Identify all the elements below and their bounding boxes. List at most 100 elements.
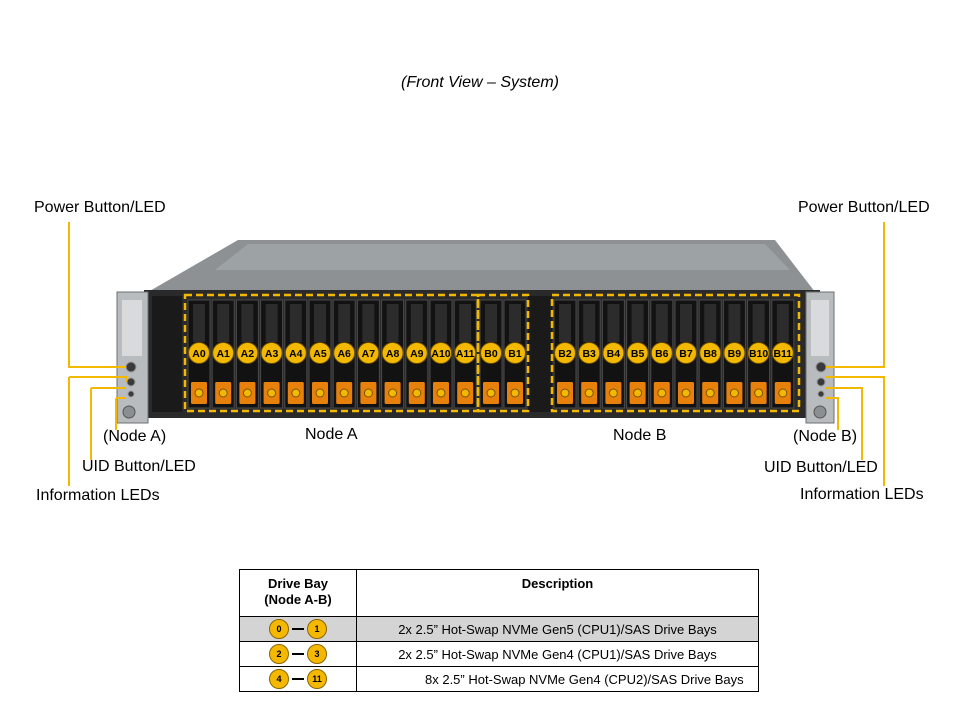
bay-number-badge xyxy=(381,342,404,364)
bay-number-label: A9 xyxy=(410,348,424,360)
table-row: 4 11 8x 2.5” Hot-Swap NVMe Gen4 (CPU2)/SA… xyxy=(239,666,759,692)
left-info-led xyxy=(127,390,135,398)
range-dash xyxy=(292,678,304,680)
drive-status-led xyxy=(242,388,252,398)
bay-number-label: B10 xyxy=(749,348,768,360)
bay-number-badge xyxy=(747,342,770,364)
bay-number-label: B7 xyxy=(679,348,693,360)
bay-number-label: A11 xyxy=(456,348,475,360)
drive-status-led xyxy=(218,388,228,398)
drive-bay-grill xyxy=(193,304,205,342)
right-info-label: Information LEDs xyxy=(800,486,924,503)
bay-number-label: A10 xyxy=(431,348,450,360)
drive-bay-grill xyxy=(485,304,497,342)
bay-chip: 4 xyxy=(269,669,289,689)
bay-number-label: B1 xyxy=(508,348,522,360)
node-b-gen5-boundary xyxy=(476,293,530,413)
left-uid-label: UID Button/LED xyxy=(82,458,196,475)
bay-number-label: B4 xyxy=(607,348,621,360)
bay-number-label: B9 xyxy=(728,348,742,360)
bay-number-badge xyxy=(454,342,477,364)
right-power-button xyxy=(815,361,827,373)
drive-status-led xyxy=(633,388,643,398)
drive-bay-grill xyxy=(583,304,596,342)
bay-number-badge xyxy=(723,342,746,364)
drive-status-led xyxy=(460,388,470,398)
right-leaders xyxy=(826,222,885,486)
drive-status-led xyxy=(754,388,764,398)
drive-bay-grill xyxy=(704,304,717,342)
drive-bay-grill xyxy=(752,304,765,342)
node-b-boundary xyxy=(550,293,801,413)
drive-bay-grill xyxy=(314,304,326,342)
right-uid-label: UID Button/LED xyxy=(764,459,878,476)
bay-number-badge xyxy=(430,342,452,364)
drive-status-led xyxy=(267,388,277,398)
chassis-top-panel xyxy=(215,244,790,270)
drive-bay-grill xyxy=(410,304,423,342)
bay-number-badge xyxy=(626,342,649,364)
bay-number-badge xyxy=(357,342,380,364)
bay-number-badge xyxy=(504,342,526,364)
bay-number-badge xyxy=(578,342,601,364)
drive-status-led xyxy=(584,388,594,398)
left-leaders xyxy=(68,222,127,486)
drive-status-led xyxy=(681,388,691,398)
right-power-label: Power Button/LED xyxy=(798,199,930,216)
header-drive-bay: Drive Bay (Node A-B) xyxy=(239,569,357,617)
drive-status-led xyxy=(657,388,667,398)
drive-bay-grill xyxy=(459,304,472,342)
drive-status-led xyxy=(412,388,422,398)
bay-number-label: A6 xyxy=(337,348,351,360)
drive-bay-grill xyxy=(559,304,571,342)
drive-bay-grill xyxy=(362,304,375,342)
bay-chip: 0 xyxy=(269,619,289,639)
drive-status-led xyxy=(315,388,325,398)
drive-status-led xyxy=(705,388,715,398)
drive-bay-grill xyxy=(265,304,278,342)
drive-bay-grill xyxy=(386,304,399,342)
row-description: 2x 2.5” Hot-Swap NVMe Gen4 (CPU1)/SAS Dr… xyxy=(356,641,759,667)
drive-status-led xyxy=(510,388,520,398)
range-dash xyxy=(292,628,304,630)
bay-number-label: A7 xyxy=(362,348,376,360)
bay-number-badge xyxy=(699,342,722,364)
left-node-label: (Node A) xyxy=(103,428,167,445)
table-header-row: Drive Bay (Node A-B) Description xyxy=(239,569,759,617)
row-description: 8x 2.5” Hot-Swap NVMe Gen4 (CPU2)/SAS Dr… xyxy=(356,666,759,692)
left-vent xyxy=(152,296,182,412)
bay-number-label: B2 xyxy=(558,348,572,360)
bay-number-badge xyxy=(188,342,210,364)
drive-bay-grill xyxy=(435,304,447,342)
bay-number-badge xyxy=(309,342,331,364)
right-thumbscrew xyxy=(813,405,827,419)
drive-status-led xyxy=(291,388,301,398)
node-b-label: Node B xyxy=(613,427,667,444)
bay-number-badge xyxy=(602,342,625,364)
right-node-label: (Node B) xyxy=(793,428,858,445)
bay-number-badge xyxy=(212,342,235,364)
bay-number-badge xyxy=(333,342,356,364)
node-a-label: Node A xyxy=(305,426,358,443)
left-uid-button xyxy=(126,377,136,387)
drive-bay-grill xyxy=(607,304,620,342)
left-thumbscrew xyxy=(122,405,136,419)
bay-number-label: A5 xyxy=(313,348,327,360)
bay-number-label: B8 xyxy=(703,348,717,360)
range-dash xyxy=(292,653,304,655)
right-info-led xyxy=(817,390,825,398)
left-power-button xyxy=(125,361,137,373)
bay-number-label: B5 xyxy=(631,348,645,360)
drive-status-led xyxy=(729,388,739,398)
center-vent xyxy=(528,296,552,412)
bay-chip: 11 xyxy=(307,669,327,689)
bay-number-label: A3 xyxy=(265,348,279,360)
bay-number-badge xyxy=(284,342,307,364)
bay-chip: 3 xyxy=(307,644,327,664)
bay-number-badge xyxy=(650,342,673,364)
drive-status-led xyxy=(608,388,618,398)
